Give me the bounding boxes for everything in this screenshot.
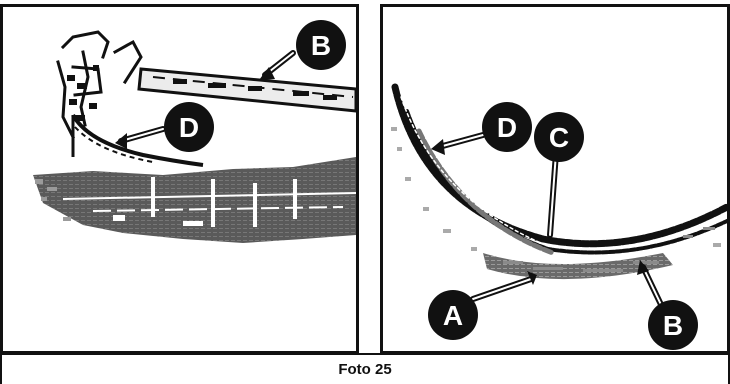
callout-A-right: A <box>428 290 478 340</box>
rim-curve <box>391 83 727 256</box>
callout-C-right: C <box>534 112 584 162</box>
callout-label: C <box>549 122 569 153</box>
trough-band <box>33 157 356 243</box>
callout-arrows <box>436 132 668 316</box>
scan-sketch-lines <box>56 30 143 140</box>
callout-B-right: B <box>648 300 698 350</box>
callout-label: A <box>443 300 463 331</box>
callout-D-left: D <box>164 102 214 152</box>
caption-bar: Foto 25 <box>0 353 730 384</box>
callout-label: D <box>497 112 517 143</box>
arrow-heads <box>115 67 275 149</box>
photo-panel-right: D C A B <box>380 4 730 354</box>
scan-sketch-pixels <box>67 65 99 121</box>
callout-label: B <box>663 310 683 341</box>
gasket-strip <box>137 67 356 113</box>
callout-label: D <box>179 112 199 143</box>
callout-D-right: D <box>482 102 532 152</box>
photo-panel-left: B D <box>0 4 359 354</box>
figure-caption: Foto 25 <box>338 361 392 378</box>
callout-label: B <box>311 30 331 61</box>
arrow-heads <box>431 139 649 285</box>
callout-B-left: B <box>296 20 346 70</box>
rim-edge <box>71 113 204 167</box>
scan-illustration-right: D C A B <box>391 83 727 350</box>
scan-illustration-left: B D <box>33 20 356 243</box>
